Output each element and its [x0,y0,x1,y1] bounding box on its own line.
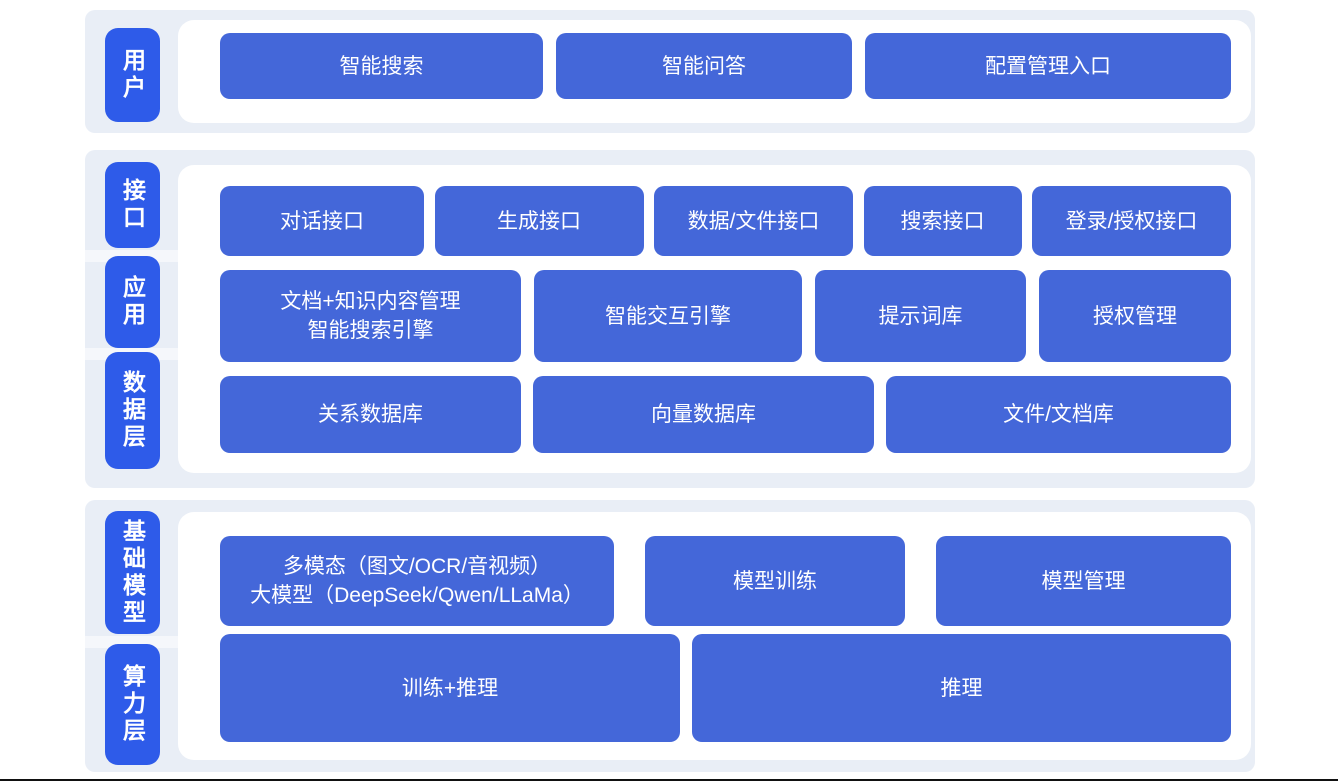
row-api-nodes: 对话接口 生成接口 数据/文件接口 搜索接口 登录/授权接口 [220,186,1231,256]
node-auth-management: 授权管理 [1039,270,1231,362]
layer-label-api-text: 接口 [119,178,146,232]
layer-label-compute-text: 算力层 [119,664,146,745]
node-interactive-engine: 智能交互引擎 [534,270,802,362]
node-vector-db: 向量数据库 [533,376,874,453]
node-training-inference: 训练+推理 [220,634,680,742]
layer-label-foundation-model-text: 基础模型 [119,518,146,627]
row-user-entries: 智能搜索 智能问答 配置管理入口 [220,33,1231,99]
layer-label-data-text: 数据层 [119,370,146,451]
panel-middle-layers: 对话接口 生成接口 数据/文件接口 搜索接口 登录/授权接口 文档+知识内容管理… [178,165,1251,473]
node-search-api-label: 搜索接口 [900,209,985,233]
row-application-nodes: 文档+知识内容管理 智能搜索引擎 智能交互引擎 提示词库 授权管理 [220,270,1231,362]
bottom-divider-line [0,779,1338,781]
node-login-auth-api-label: 登录/授权接口 [1065,209,1198,233]
layer-label-foundation-model: 基础模型 [105,511,160,634]
layer-seam [85,636,179,648]
node-dialog-api: 对话接口 [220,186,424,256]
node-config-management-entry-label: 配置管理入口 [985,54,1111,78]
node-dialog-api-label: 对话接口 [280,209,364,233]
node-doc-knowledge-search-engine: 文档+知识内容管理 智能搜索引擎 [220,270,521,362]
node-smart-qa-label: 智能问答 [662,54,746,78]
node-relational-db: 关系数据库 [220,376,521,453]
node-auth-management-label: 授权管理 [1093,304,1177,328]
node-file-doc-store: 文件/文档库 [886,376,1231,453]
node-model-management: 模型管理 [936,536,1231,626]
node-inference-label: 推理 [940,676,983,700]
node-doc-knowledge-line2: 智能搜索引擎 [307,319,434,342]
node-model-management-label: 模型管理 [1041,569,1126,593]
layer-label-user-text: 用户 [119,48,146,102]
node-training-inference-label: 训练+推理 [401,676,499,700]
layer-label-application-text: 应用 [119,275,146,329]
node-smart-qa: 智能问答 [556,33,852,99]
node-login-auth-api: 登录/授权接口 [1032,186,1231,256]
row-data-nodes: 关系数据库 向量数据库 文件/文档库 [220,376,1231,453]
node-generation-api-label: 生成接口 [497,209,581,233]
node-generation-api: 生成接口 [434,186,644,256]
node-multimodal-llm-line1: 多模态（图文/OCR/音视频） [282,555,552,578]
node-vector-db-label: 向量数据库 [651,403,756,426]
node-prompt-library-label: 提示词库 [878,304,963,328]
node-relational-db-label: 关系数据库 [318,403,423,426]
node-doc-knowledge-line1: 文档+知识内容管理 [280,290,461,313]
row-model-nodes: 多模态（图文/OCR/音视频） 大模型（DeepSeek/Qwen/LLaMa）… [220,536,1231,626]
node-data-file-api-label: 数据/文件接口 [687,209,820,233]
layer-label-compute: 算力层 [105,644,160,765]
node-multimodal-llm-line2: 大模型（DeepSeek/Qwen/LLaMa） [250,584,584,607]
node-prompt-library: 提示词库 [815,270,1026,362]
node-model-training: 模型训练 [645,536,905,626]
node-smart-search-label: 智能搜索 [339,54,424,78]
node-search-api: 搜索接口 [863,186,1022,256]
panel-foundation-layers: 多模态（图文/OCR/音视频） 大模型（DeepSeek/Qwen/LLaMa）… [178,512,1251,760]
row-compute-nodes: 训练+推理 推理 [220,634,1231,742]
node-file-doc-store-label: 文件/文档库 [1003,403,1114,426]
node-inference: 推理 [692,634,1231,742]
panel-user-layer: 智能搜索 智能问答 配置管理入口 [178,20,1251,123]
node-model-training-label: 模型训练 [733,569,817,593]
node-smart-search: 智能搜索 [220,33,543,99]
layer-label-api: 接口 [105,162,160,248]
node-multimodal-llm: 多模态（图文/OCR/音视频） 大模型（DeepSeek/Qwen/LLaMa） [220,536,614,626]
node-data-file-api: 数据/文件接口 [654,186,853,256]
node-interactive-engine-label: 智能交互引擎 [605,304,731,328]
node-config-management-entry: 配置管理入口 [865,33,1231,99]
layer-label-user: 用户 [105,28,160,122]
layer-label-data: 数据层 [105,352,160,469]
layer-label-application: 应用 [105,256,160,348]
